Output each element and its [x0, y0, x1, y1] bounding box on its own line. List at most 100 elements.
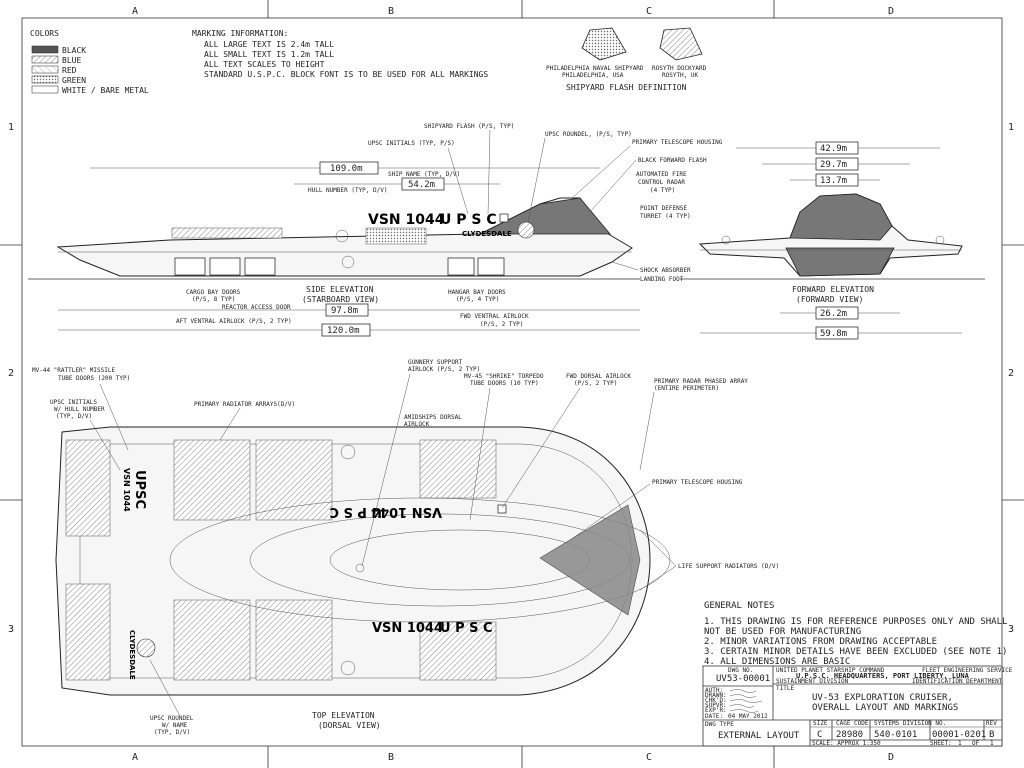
- size-value: C: [817, 730, 822, 740]
- side-title-1: SIDE ELEVATION: [306, 285, 374, 294]
- legend-white: WHITE / BARE METAL: [62, 86, 149, 95]
- signature-chkd: [729, 699, 763, 703]
- sheet-total: 1: [990, 740, 994, 747]
- dim-54-box: [401, 177, 445, 191]
- callout-fwd-ventral-1: FWD VENTRAL AIRLOCK: [460, 313, 529, 320]
- callout-ship-name: SHIP NAME (TYP, D/V): [388, 171, 460, 178]
- cargo-bay-door-2: [209, 257, 241, 276]
- swatch-white: [31, 85, 59, 94]
- cargo-bay-door-3: [244, 257, 276, 276]
- callout-reactor-access: REACTOR ACCESS DOOR: [222, 304, 291, 311]
- philadelphia-flash-icon: [581, 27, 627, 61]
- sig-date: DATE:: [705, 713, 723, 720]
- top-elevation: U P S C VSN 1044 VSN 1044 U P S C UPSC V…: [32, 359, 779, 736]
- hangar-bay-door-2: [477, 257, 505, 276]
- note-4: 4. ALL DIMENSIONS ARE BASIC: [704, 657, 850, 667]
- forward-black-flash: [789, 193, 893, 241]
- callout-hangar-bay-1: HANGAR BAY DOORS: [448, 289, 506, 296]
- callout-amidships-1: AMIDSHIPS DORSAL: [404, 414, 462, 421]
- forward-turret-port-icon: [721, 235, 731, 245]
- callout-fwd-ventral-2: (P/S, 2 TYP): [480, 321, 523, 328]
- callout-radiators: PRIMARY RADIATOR ARRAYS(D/V): [194, 401, 295, 408]
- top-upsc-inverted: U P S C: [329, 504, 382, 519]
- rosyth-flash-icon: [659, 27, 703, 61]
- row-label-2-right: 2: [1008, 368, 1014, 379]
- cargo-bay-door-1: [174, 257, 206, 276]
- callout-shrike-1: MV-45 "SHRIKE" TORPEDO: [464, 373, 544, 380]
- tb-service: FLEET ENGINEERING SERVICE: [922, 667, 1013, 674]
- callout-cargo-bay-2: (P/S, 8 TYP): [192, 296, 235, 303]
- sys-label: SYSTEMS DIVISION NO.: [874, 720, 946, 727]
- callout-upsc-hull-2: W/ HULL NUMBER: [54, 406, 105, 413]
- marking-line-3: ALL TEXT SCALES TO HEIGHT: [204, 60, 325, 69]
- callout-gunnery-2: AIRLOCK (P/S, 2 TYP): [408, 366, 480, 373]
- callout-primary-telescope: PRIMARY TELESCOPE HOUSING: [632, 139, 723, 146]
- top-upsc-vertical: UPSC: [132, 470, 147, 509]
- callout-point-defense-1: POINT DEFENSE: [640, 205, 687, 212]
- telescope-cone: [539, 504, 641, 616]
- swatch-red: [31, 65, 59, 74]
- colors-title: COLORS: [30, 29, 59, 38]
- dim-42: 42.9m: [820, 144, 847, 154]
- dim-29-box: [815, 157, 859, 171]
- dwg-type-label: DWG TYPE: [705, 721, 734, 728]
- tb-title-2: OVERALL LAYOUT AND MARKINGS: [812, 703, 958, 713]
- forward-lower-hull: [785, 247, 895, 277]
- tb-division: SUSTAINMENT DIVISION: [776, 678, 849, 685]
- top-vsn-vertical: VSN 1044: [122, 468, 131, 512]
- black-forward-flash: [479, 197, 611, 235]
- callout-fire-control-1: AUTOMATED FIRE: [636, 171, 687, 178]
- swatch-green: [31, 75, 59, 84]
- callout-fwd-dorsal-1: FWD DORSAL AIRLOCK: [566, 373, 631, 380]
- callout-rattler-1: MV-44 "RATTLER" MISSILE: [32, 367, 115, 374]
- top-hull-number: VSN 1044: [372, 621, 443, 636]
- callout-amidships-2: AIRLOCK: [404, 421, 430, 428]
- sig-auth: AUTH:: [705, 687, 723, 694]
- sig-drawn: DRAWN:: [705, 692, 727, 699]
- cage-value: 28980: [836, 730, 863, 740]
- radiator-panel-5: [419, 439, 497, 499]
- note-3: 3. CERTAIN MINOR DETAILS HAVE BEEN EXCLU…: [704, 647, 1007, 657]
- callout-fire-control-3: (4 TYP): [650, 187, 675, 194]
- general-notes: GENERAL NOTES 1. THIS DRAWING IS FOR REF…: [704, 601, 1007, 667]
- note-1: 1. THIS DRAWING IS FOR REFERENCE PURPOSE…: [704, 617, 1007, 627]
- callout-roundel-2: W/ NAME: [162, 722, 188, 729]
- callout-hull-number: HULL NUMBER (TYP, D/V): [308, 187, 387, 194]
- callout-fwd-dorsal-2: (P/S, 2 TYP): [574, 380, 617, 387]
- top-title-2: (DORSAL VIEW): [318, 721, 381, 730]
- callout-gunnery-1: GUNNERY SUPPORT: [408, 359, 463, 366]
- dim-109-box: [319, 161, 379, 175]
- notes-title: GENERAL NOTES: [704, 601, 774, 611]
- sig-chkd: CHK'D:: [705, 697, 727, 704]
- col-label-b: B: [388, 6, 394, 17]
- dim-29: 29.7m: [820, 160, 847, 170]
- column-labels-top: A B C D: [132, 6, 894, 17]
- dim-120-box: [321, 323, 371, 337]
- column-labels-bottom: A B C D: [132, 752, 894, 763]
- note-1b: NOT BE USED FOR MANUFACTURING: [704, 627, 861, 637]
- legend-green: GREEN: [62, 76, 86, 85]
- tb-title-1: UV-53 EXPLORATION CRUISER,: [812, 693, 953, 703]
- dim-42-box: [815, 141, 859, 155]
- signature-auth: [729, 689, 757, 693]
- dim-59-box: [815, 326, 859, 340]
- col-label-a: A: [132, 6, 138, 17]
- marking-line-1: ALL LARGE TEXT IS 2.4m TALL: [204, 40, 334, 49]
- forward-elevation: 42.9m 29.7m 13.7m 26.2m 59.8m FORWARD EL…: [680, 141, 985, 340]
- aft-radiator-2: [65, 583, 111, 681]
- row-label-1: 1: [8, 122, 14, 133]
- callout-upsc-roundel: UPSC ROUNDEL, (P/S, TYP): [545, 131, 632, 138]
- legend-blue: BLUE: [62, 56, 81, 65]
- callout-radar-1: PRIMARY RADAR PHASED ARRAY: [654, 378, 748, 385]
- callout-radar-2: (ENTIRE PERIMETER): [654, 385, 719, 392]
- dwg-no: UV53-00001: [716, 674, 770, 684]
- swatch-blue: [31, 55, 59, 64]
- philadelphia-city: PHILADELPHIA, USA: [562, 72, 624, 79]
- callout-upsc-hull-3: (TYP, D/V): [56, 413, 92, 420]
- callout-landing-foot: LANDING FOOT: [640, 276, 684, 283]
- side-radiator-array: [171, 227, 283, 239]
- dim-54: 54.2m: [408, 180, 435, 190]
- gunnery-airlock-icon: [355, 563, 365, 573]
- forward-title-1: FORWARD ELEVATION: [792, 285, 874, 294]
